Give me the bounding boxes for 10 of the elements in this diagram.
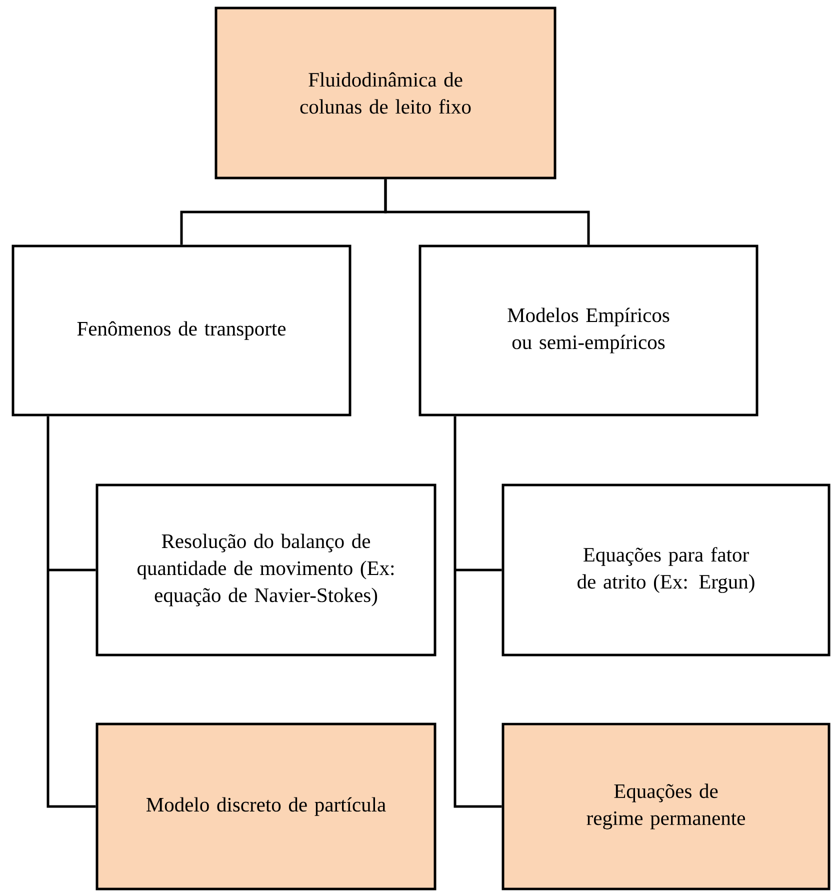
connector-line (384, 179, 590, 245)
topic-box: Modelo discreto de partícula (96, 722, 436, 890)
topic-box: Equações de regime permanente (502, 722, 830, 890)
root-box: Fluidodinâmica de colunas de leito fixo (214, 6, 556, 180)
connector-line (454, 416, 502, 808)
topic-box: Fenômenos de transporte (12, 244, 352, 416)
topic-box: Modelos Empíricos ou semi-empíricos (418, 244, 758, 416)
topic-box: Resolução do balanço de quantidade de movimento (Ex: equação de Navier-Stokes) (96, 484, 436, 656)
topic-box: Equações para fator de atrito (Ex: Ergun) (502, 484, 830, 656)
connector-line (46, 416, 96, 808)
